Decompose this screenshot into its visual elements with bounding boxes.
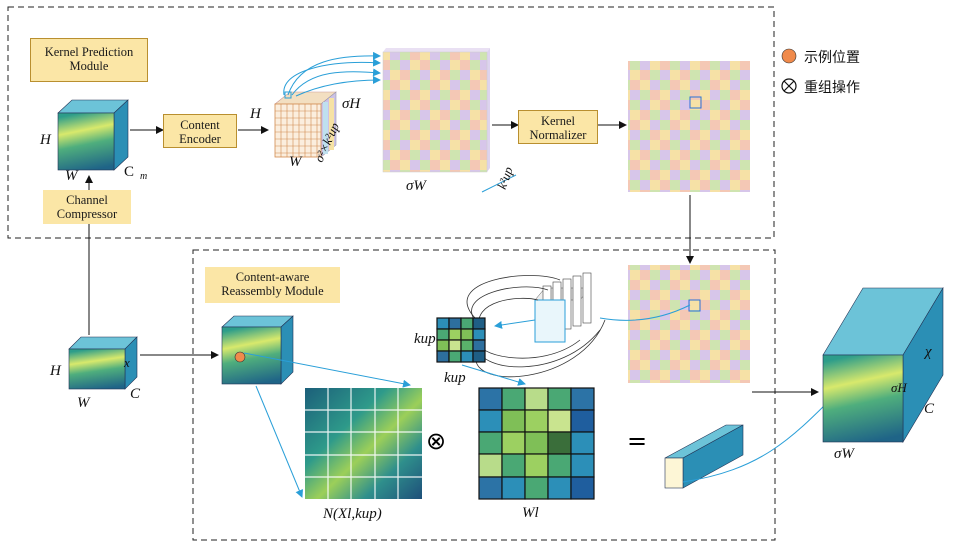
weight-kernel-grid <box>478 387 595 500</box>
compressed-feature-cube <box>57 99 129 171</box>
label-h1: H <box>40 132 51 148</box>
reassembly-input-cube <box>221 315 294 385</box>
kernel-normalizer-block: Kernel Normalizer <box>518 110 598 144</box>
otimes-symbol: ⊗ <box>426 427 447 455</box>
content-encoder-label: Content Encoder <box>179 118 221 146</box>
upsampled-kernel-grid <box>382 48 490 173</box>
label-neighborhood: N(Xl,kup) <box>323 506 382 522</box>
reassembly-projection-arrows <box>243 352 411 498</box>
kernel-prediction-label: Kernel Prediction Module <box>44 45 134 73</box>
label-h3: H <box>50 363 61 379</box>
label-kup-a: kup <box>414 331 436 347</box>
channel-compressor-label: Channel Compressor <box>56 193 118 221</box>
sample-position-dot <box>234 351 246 363</box>
label-out-chi: χ <box>925 344 932 360</box>
stack-to-kernel <box>494 319 536 329</box>
label-x3: x <box>124 355 130 370</box>
label-w3: W <box>77 395 90 411</box>
kernel-stack <box>534 272 592 343</box>
neighborhood-patch <box>305 388 422 499</box>
reassembly-frame <box>192 249 776 541</box>
legend-reassembly-op: 重组操作 <box>804 80 860 96</box>
reassembly-label: Content-aware Reassembly Module <box>221 270 324 298</box>
output-pixel-bar <box>664 424 744 489</box>
k2up-bracket <box>481 174 517 193</box>
label-sigma-h: σH <box>342 96 361 112</box>
label-w2: W <box>289 154 302 170</box>
label-c3: C <box>130 386 141 402</box>
normalized-kernel-grid-copy <box>628 265 750 383</box>
label-h2: H <box>250 106 261 122</box>
bar-to-output-link <box>682 394 836 483</box>
channel-compressor-block: Channel Compressor <box>43 190 131 224</box>
label-out-c: C <box>924 401 935 417</box>
encoder-to-grid-arrows <box>283 51 381 97</box>
reassembly-title: Content-aware Reassembly Module <box>205 267 340 303</box>
label-cm: C <box>124 164 135 180</box>
output-feature-cube <box>822 286 944 444</box>
kernel-prediction-title: Kernel Prediction Module <box>30 38 148 82</box>
label-weight: Wl <box>522 505 539 521</box>
legend-example-position: 示例位置 <box>804 50 860 66</box>
label-out-sigma-w: σW <box>834 446 854 462</box>
kernel-to-grid-link <box>599 304 691 321</box>
normalized-kernel-grid <box>628 61 750 192</box>
equals-symbol: = <box>627 427 648 455</box>
legend-dot-icon <box>781 48 797 64</box>
legend-otimes-icon <box>781 78 797 94</box>
label-sigma-w: σW <box>406 178 426 194</box>
encoded-kernel-block <box>274 91 337 158</box>
label-out-sigma-h: σH <box>891 380 907 395</box>
kernel-prediction-frame <box>7 6 775 239</box>
small-kernel-to-wl <box>461 364 526 386</box>
label-kup-b: kup <box>444 370 466 386</box>
label-cm-sub: m <box>140 171 148 182</box>
kernel-normalizer-label: Kernel Normalizer <box>529 114 587 142</box>
content-encoder-block: Content Encoder <box>163 114 237 148</box>
small-kernel-grid <box>436 317 486 363</box>
label-w1: W <box>65 168 78 184</box>
input-feature-cube <box>68 336 138 390</box>
